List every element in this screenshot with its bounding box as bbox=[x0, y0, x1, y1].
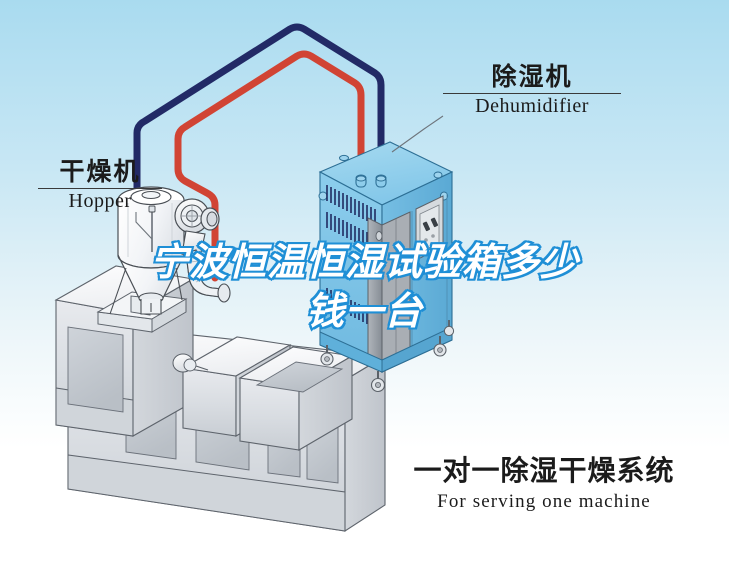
hose-fittings bbox=[318, 154, 449, 201]
control-panel bbox=[415, 195, 444, 261]
label-hopper-cn: 干燥机 bbox=[59, 157, 141, 186]
hose-supply-red bbox=[174, 50, 365, 282]
dehumidifier-unit bbox=[318, 141, 455, 393]
label-hopper-rule bbox=[38, 188, 162, 189]
hopper-blower bbox=[174, 198, 220, 258]
service-door-column bbox=[367, 211, 411, 373]
label-dehumidifier-rule bbox=[443, 93, 621, 94]
vent-slats bbox=[326, 185, 376, 328]
caption-en: For serving one machine bbox=[437, 490, 651, 512]
injection-machine bbox=[54, 265, 387, 533]
diagram-caption: 一对一除湿干燥系统 For serving one machine bbox=[382, 454, 706, 515]
label-hopper: 干燥机 Hopper bbox=[38, 158, 162, 213]
label-dehumidifier-cn: 除湿机 bbox=[491, 62, 573, 91]
hose-return-navy bbox=[133, 23, 385, 304]
leader-lines bbox=[135, 115, 444, 240]
casters bbox=[320, 320, 455, 393]
label-dehumidifier: 除湿机 Dehumidifier bbox=[443, 63, 621, 118]
label-dehumidifier-en: Dehumidifier bbox=[475, 95, 589, 117]
hopper-unit bbox=[109, 186, 231, 315]
caption-cn: 一对一除湿干燥系统 bbox=[413, 454, 675, 487]
label-hopper-en: Hopper bbox=[68, 190, 132, 212]
